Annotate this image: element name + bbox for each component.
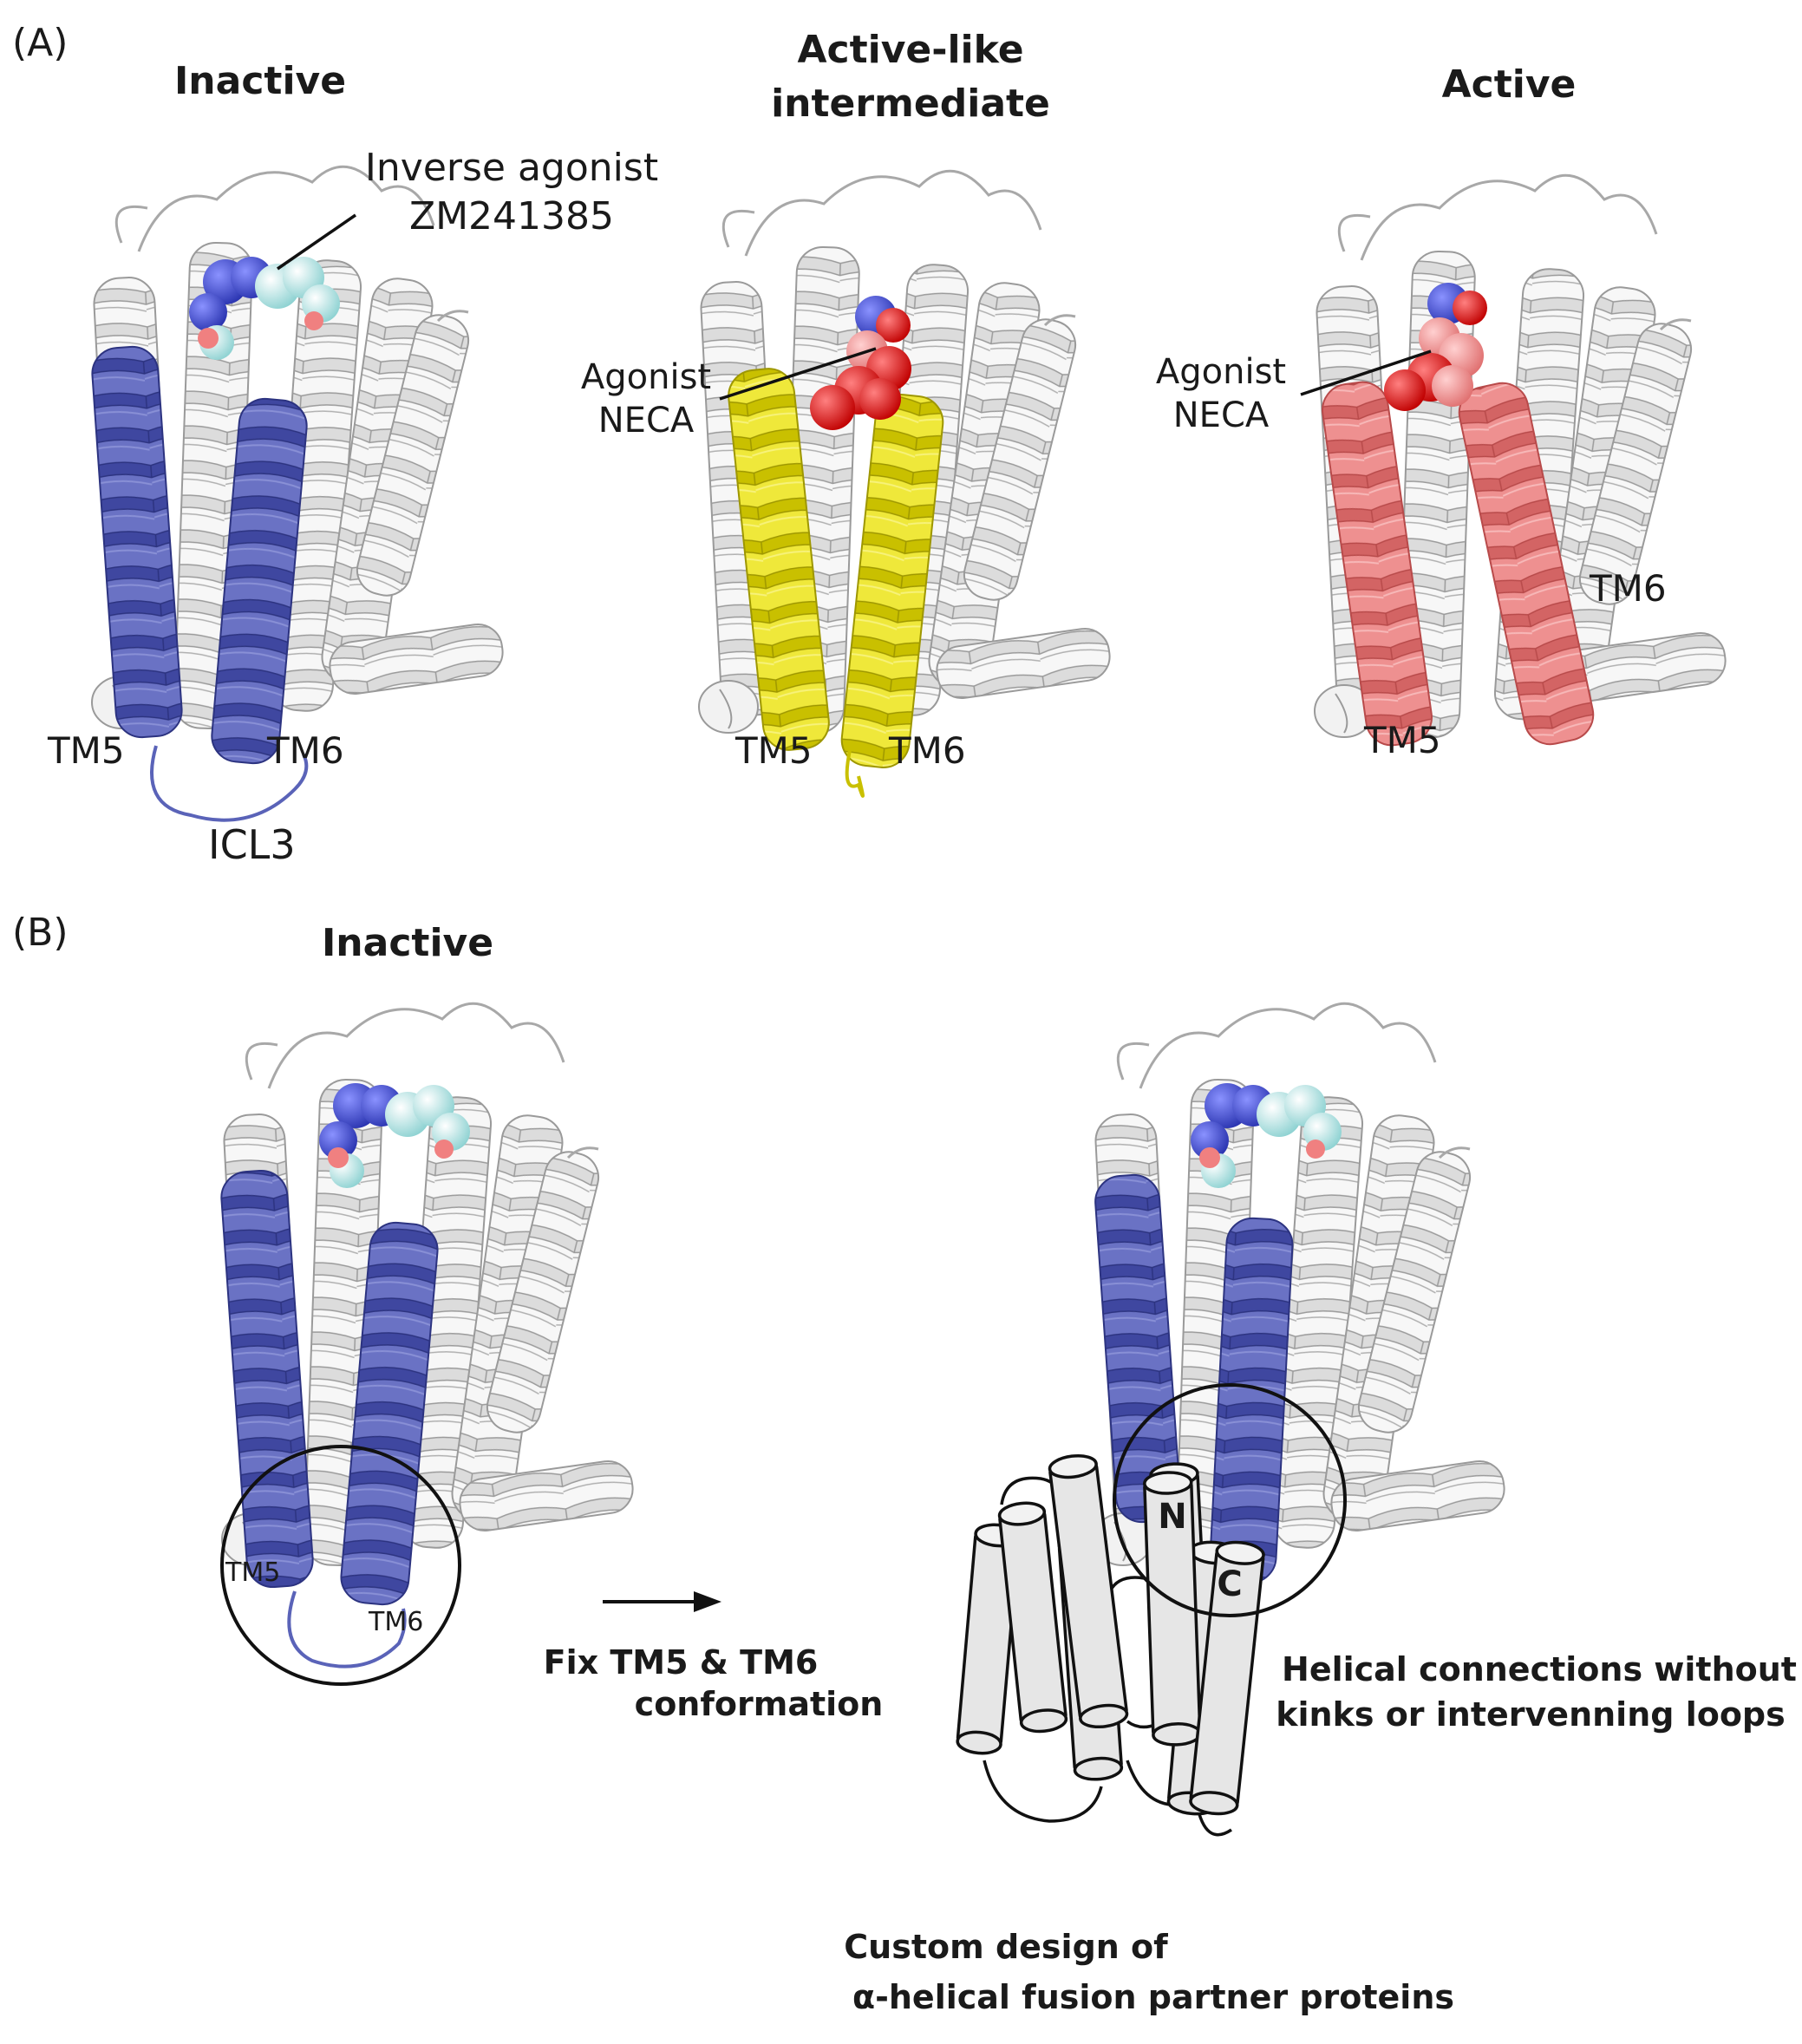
intermediate-title-2: intermediate [771, 82, 1050, 126]
right-highlight-circle [1113, 1383, 1347, 1617]
inactive-tm6-helix [211, 397, 308, 765]
agonist-spheres-intermediate [810, 296, 911, 430]
connection-label-1: Helical connections without [1282, 1650, 1797, 1688]
intermediate-agonist-label-2: NECA [598, 401, 695, 441]
intermediate-tm5-label: TM5 [735, 729, 813, 772]
icl3-label: ICL3 [208, 821, 296, 868]
panel-b-left-tm6-helix [340, 1221, 439, 1606]
circle-tm5-label: TM5 [225, 1557, 280, 1588]
panel-b-right-ligand [1191, 1083, 1342, 1188]
intermediate-title-1: Active-like [797, 28, 1023, 72]
panel-b-label: (B) [12, 911, 69, 955]
active-tm5-helix [1322, 381, 1433, 747]
active-tm6-label: TM6 [1589, 567, 1667, 610]
panel-b-left-receptor [220, 1002, 637, 1669]
n-terminus-label: N [1158, 1497, 1186, 1537]
inactive-tm5-helix [91, 345, 183, 739]
active-tm6-helix [1458, 382, 1595, 746]
intermediate-tm6-helix [840, 394, 944, 768]
panel-b-left-tm5-helix [220, 1169, 314, 1589]
panel-b-left-ligand [319, 1083, 470, 1188]
arrow-label-1: Fix TM5 & TM6 [544, 1643, 819, 1682]
design-label-1: Custom design of [844, 1928, 1168, 1966]
left-highlight-circle [220, 1445, 461, 1686]
active-title: Active [1442, 62, 1577, 107]
inverse-agonist-label-1: Inverse agonist [365, 146, 658, 190]
inactive-receptor [90, 165, 507, 822]
intermediate-agonist-label-1: Agonist [581, 357, 711, 397]
active-agonist-pointer [1300, 349, 1432, 396]
panel-a-label: (A) [12, 21, 68, 65]
active-tm5-label: TM5 [1363, 719, 1441, 761]
inactive-icl3-loop [150, 745, 309, 822]
circle-tm6-label: TM6 [368, 1607, 423, 1637]
inactive-title: Inactive [174, 59, 346, 103]
c-terminus-label: C [1217, 1564, 1242, 1604]
inactive-tm6-label: TM6 [266, 729, 344, 772]
intermediate-agonist-pointer [719, 347, 877, 401]
designed-helix-bundle [956, 1453, 1265, 1837]
inverse-agonist-spheres [189, 257, 340, 360]
n-terminal-cylinder [1143, 1471, 1202, 1747]
inverse-agonist-label-2: ZM241385 [409, 194, 614, 238]
arrow-label-2: conformation [635, 1685, 884, 1723]
active-agonist-label-1: Agonist [1156, 352, 1286, 392]
fix-arrow [603, 1591, 721, 1612]
panel-b-right-receptor [1092, 1002, 1509, 1584]
agonist-spheres-active [1384, 283, 1487, 411]
intermediate-tm5-helix [728, 368, 830, 751]
intermediate-tm6-label: TM6 [888, 729, 966, 772]
active-agonist-label-2: NECA [1173, 395, 1270, 435]
panel-b-inactive-title: Inactive [322, 921, 493, 965]
connection-label-2: kinks or intervenning loops [1276, 1695, 1786, 1734]
inverse-agonist-pointer [277, 213, 356, 271]
active-receptor [1313, 173, 1730, 747]
intermediate-receptor [697, 169, 1114, 798]
inactive-tm5-label: TM5 [47, 729, 125, 772]
design-label-2: α-helical fusion partner proteins [852, 1978, 1454, 2016]
